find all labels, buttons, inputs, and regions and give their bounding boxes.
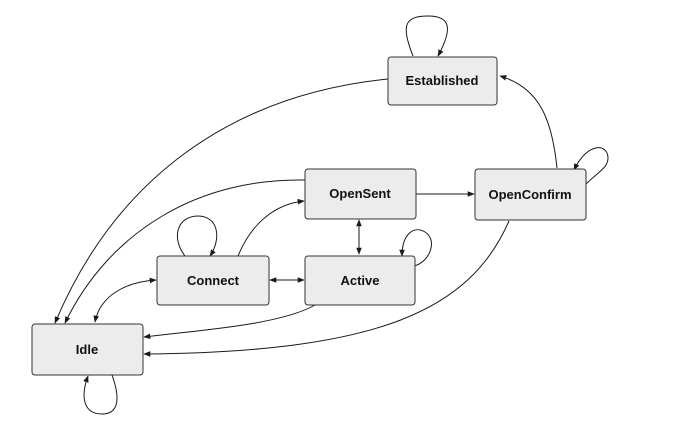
edge-connect-idle xyxy=(93,277,157,323)
edge-openconfirm-to-established xyxy=(499,75,558,169)
edge-idle-self-loop xyxy=(83,374,118,415)
edge-openconfirm-self-loop xyxy=(573,147,609,185)
state-idle-label: Idle xyxy=(76,342,98,357)
state-openconfirm: OpenConfirm xyxy=(474,168,587,221)
edge-connect-to-opensent xyxy=(237,198,305,257)
state-active: Active xyxy=(304,255,416,306)
edge-active-self-loop xyxy=(399,229,432,267)
state-openconfirm-label: OpenConfirm xyxy=(488,187,571,202)
state-opensent-label: OpenSent xyxy=(329,186,391,201)
state-established-label: Established xyxy=(406,73,479,88)
state-opensent: OpenSent xyxy=(304,168,417,220)
edge-active-to-idle xyxy=(143,304,316,339)
edge-established-to-idle xyxy=(54,78,389,324)
edge-opensent-to-idle xyxy=(64,179,306,324)
state-idle: Idle xyxy=(31,323,144,376)
state-established: Established xyxy=(387,56,498,106)
state-connect: Connect xyxy=(156,255,270,306)
state-connect-label: Connect xyxy=(187,273,240,288)
edge-openconfirm-to-idle xyxy=(143,220,510,357)
edge-connect-self-loop xyxy=(176,215,218,257)
state-active-label: Active xyxy=(340,273,379,288)
edge-established-self-loop xyxy=(405,15,448,57)
transitions xyxy=(54,15,609,415)
